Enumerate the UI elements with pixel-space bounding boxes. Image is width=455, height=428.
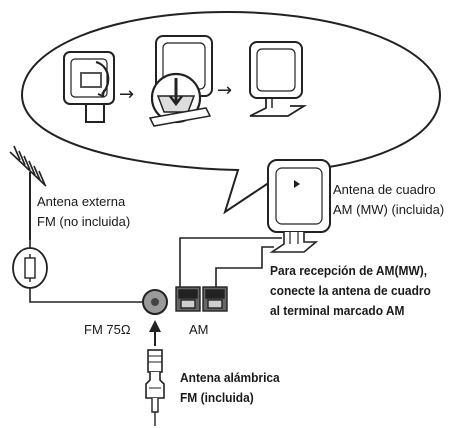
loop-antenna-standing-icon [249,41,308,117]
wire-antenna-label-line1: Antena alámbrica [180,370,280,385]
fm-wire-antenna-icon [145,349,165,426]
am-instruction-line2: conecte la antena de cuadro [270,283,431,298]
am-antenna-wires [179,237,282,287]
assembly-callout [20,10,442,215]
fm-75-terminal [142,289,168,315]
am-terminal-block [175,286,228,312]
external-antenna-label-line1: Antena externa [37,194,126,209]
wire-antenna-label-line2: FM (incluida) [180,390,254,405]
antenna-terminal-panel [142,286,228,315]
loop-antenna-stand-icon [148,35,213,127]
am-terminal-label: AM [189,322,209,337]
step-arrow-1: → [119,84,134,105]
fm-outdoor-cable [12,240,148,303]
outdoor-fm-antenna-icon [9,145,47,240]
am-instruction-line3: al terminal marcado AM [270,303,405,318]
external-antenna-label-line2: FM (no incluida) [37,214,131,229]
loop-antenna-label-line1: Antena de cuadro [333,182,436,197]
am-loop-antenna-icon [267,159,331,253]
loop-antenna-label-line2: AM (MW) (incluida) [333,202,445,217]
fm-insert-arrow-icon [149,320,161,346]
loop-antenna-folded-icon [63,51,115,123]
am-instruction-line1: Para recepción de AM(MW), [270,263,428,278]
fm-terminal-label: FM 75Ω [84,322,131,337]
step-arrow-2: → [217,80,232,101]
